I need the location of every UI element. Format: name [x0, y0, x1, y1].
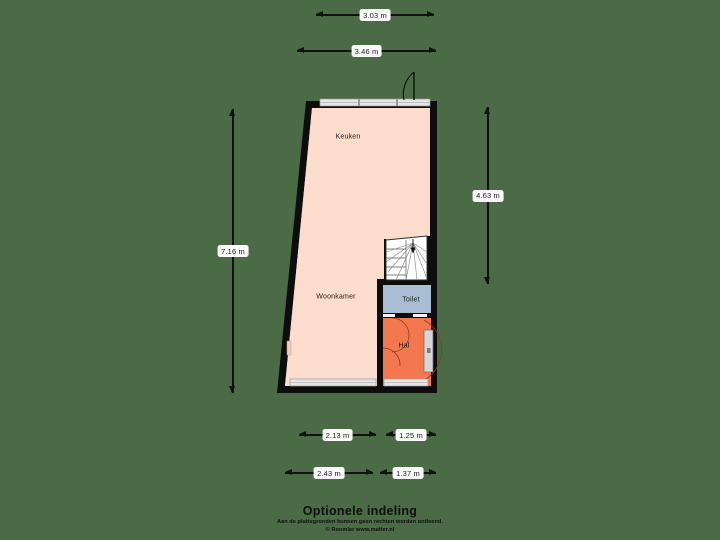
- footer-disclaimer: Aan de plattegronden kunnen geen rechten…: [276, 519, 444, 525]
- terrace-door-swing: [402, 71, 415, 101]
- toilet-top-wall: [377, 279, 437, 285]
- stair-up-arrow-icon: [410, 239, 416, 254]
- toilet-floor: [383, 285, 431, 313]
- stair-right-wall: [427, 236, 431, 281]
- stair-left-wall: [384, 239, 386, 280]
- toilet-door-leaf: [383, 314, 395, 317]
- top-mullion-2: [396, 99, 398, 106]
- hall-floor: [383, 318, 431, 386]
- plan-title: Optionele indeling: [302, 504, 418, 518]
- room-label-hal: Hal: [398, 342, 410, 350]
- core-right-wall: [431, 279, 437, 393]
- toilet-door-swing: [391, 317, 410, 353]
- room-label-woonkamer: Woonkamer: [316, 293, 356, 301]
- core-left-wall: [377, 279, 383, 393]
- toilet-room: [383, 285, 431, 313]
- top-mullion-1: [358, 99, 360, 106]
- hall-door-leaf: [413, 314, 427, 317]
- interior-walls: [377, 236, 437, 393]
- stair-winders: [385, 242, 428, 281]
- footer-credit: © Roomler www.matter.nl: [325, 526, 395, 533]
- footer: Optionele indeling Aan de plattegronden …: [0, 504, 720, 534]
- meter-cupboard-handle: [427, 348, 431, 353]
- left-wall-fixture: [286, 340, 292, 356]
- bottom-window-wall: [289, 378, 429, 387]
- meter-cupboard: [423, 329, 434, 373]
- living-door-swing: [382, 347, 401, 367]
- room-label-keuken: Keuken: [335, 133, 361, 141]
- left-wall-fixture-box: [286, 340, 292, 356]
- toilet-bottom-wall: [377, 313, 437, 318]
- hall-room: [382, 314, 443, 386]
- staircase: [385, 235, 428, 281]
- room-label-toilet: Toilet: [402, 296, 420, 304]
- top-window-wall: [319, 71, 431, 107]
